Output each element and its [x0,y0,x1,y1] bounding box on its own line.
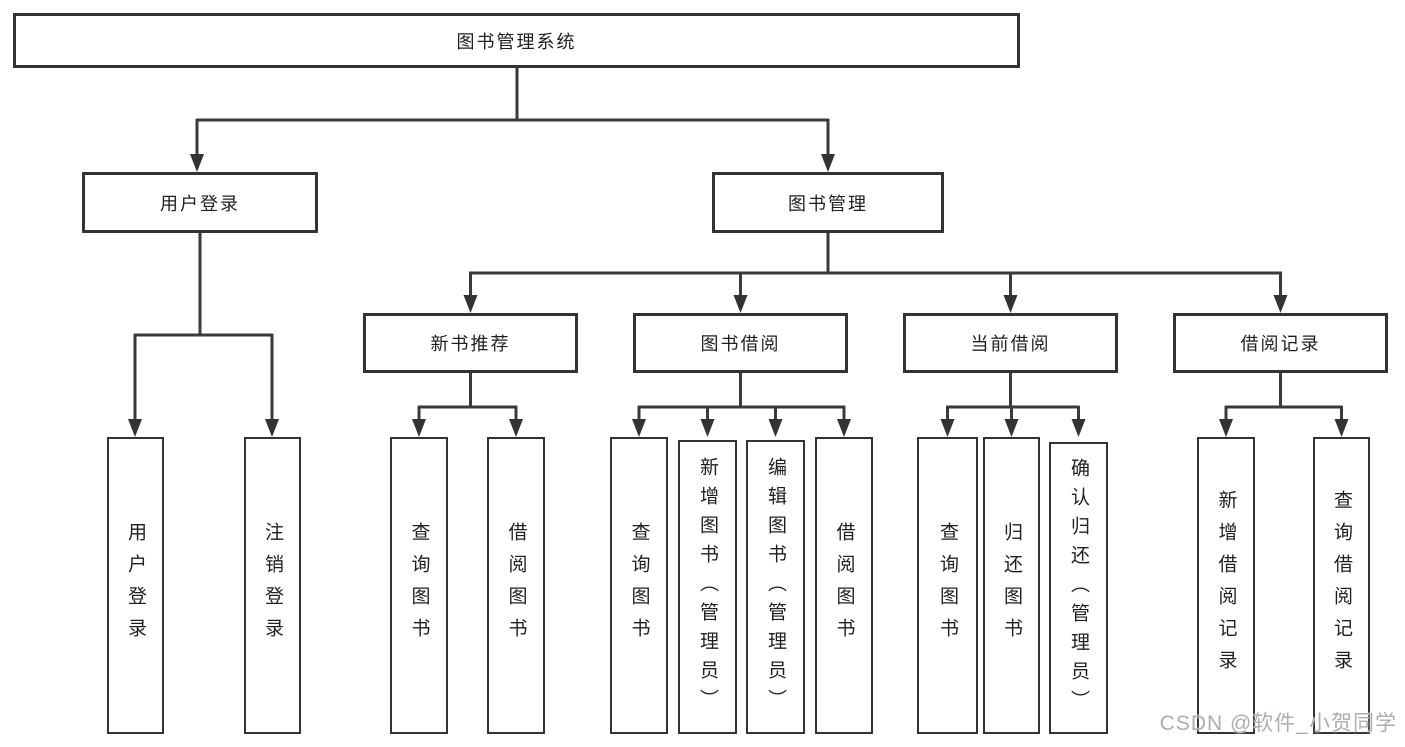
node-book-management-label: 图书管理 [788,193,868,214]
leaf-add-borrow-record: 新增借阅记录 [1197,437,1255,734]
leaf-user-login: 用户登录 [107,437,164,734]
connector-arrows [128,154,1349,437]
node-book-borrow: 图书借阅 [633,313,848,373]
leaf-query-books-recommend-label: 查询图书 [408,521,430,650]
leaf-logout: 注销登录 [244,437,301,734]
leaf-add-borrow-record-label: 新增借阅记录 [1215,489,1237,682]
leaf-user-login-label: 用户登录 [125,521,146,650]
leaf-return-book: 归还图书 [983,437,1040,734]
node-book-management: 图书管理 [712,172,944,233]
node-book-borrow-label: 图书借阅 [700,334,781,354]
node-root: 图书管理系统 [13,13,1020,68]
leaf-add-book-admin: 新增图书（管理员） [678,440,737,734]
leaf-confirm-return-admin: 确认归还（管理员） [1049,442,1108,734]
leaf-borrow-books-recommend: 借阅图书 [487,437,545,734]
leaf-edit-book-admin-label: 编辑图书（管理员） [765,456,786,718]
leaf-query-books-current: 查询图书 [917,437,978,734]
leaf-borrow-books-borrow-label: 借阅图书 [833,521,855,650]
node-user-login-branch: 用户登录 [82,172,318,233]
node-borrow-records-label: 借阅记录 [1240,334,1321,354]
leaf-query-books-borrow: 查询图书 [610,437,668,734]
leaf-logout-label: 注销登录 [262,521,283,650]
leaf-add-book-admin-label: 新增图书（管理员） [697,456,718,718]
node-borrow-records: 借阅记录 [1173,313,1388,373]
leaf-borrow-books-borrow: 借阅图书 [815,437,873,734]
leaf-confirm-return-admin-label: 确认归还（管理员） [1068,457,1089,719]
node-root-label: 图书管理系统 [456,31,577,52]
node-current-borrow: 当前借阅 [903,313,1118,373]
node-user-login-branch-label: 用户登录 [160,193,240,214]
leaf-query-borrow-record: 查询借阅记录 [1313,437,1370,734]
leaf-query-books-borrow-label: 查询图书 [628,521,650,650]
leaf-return-book-label: 归还图书 [1001,521,1022,650]
node-new-book-recommend: 新书推荐 [363,313,578,373]
leaf-query-borrow-record-label: 查询借阅记录 [1331,489,1352,682]
leaf-borrow-books-recommend-label: 借阅图书 [505,521,527,650]
node-current-borrow-label: 当前借阅 [970,334,1051,354]
csdn-watermark: CSDN @软件_小贺同学 [1159,712,1397,735]
leaf-query-books-current-label: 查询图书 [937,521,958,650]
leaf-edit-book-admin: 编辑图书（管理员） [746,440,805,734]
node-new-book-recommend-label: 新书推荐 [430,334,511,354]
leaf-query-books-recommend: 查询图书 [390,437,448,734]
